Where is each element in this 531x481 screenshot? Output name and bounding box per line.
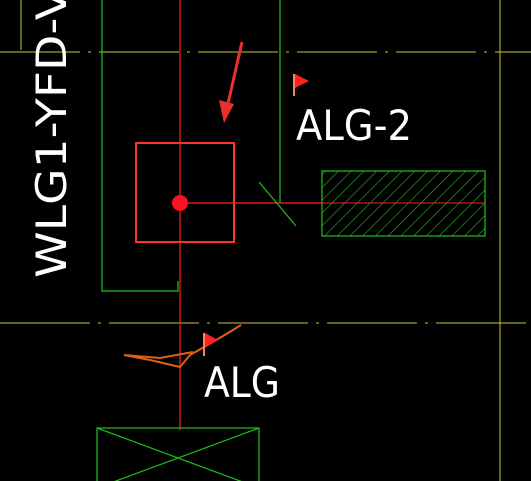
vertical-label[interactable]: WLG1-YFD-V [27, 0, 76, 278]
wall-outline-left [101, 0, 179, 292]
x-box-equipment[interactable] [96, 427, 260, 481]
hatched-equipment[interactable] [321, 170, 486, 237]
pipe-run[interactable] [179, 0, 322, 430]
red-flag-icon-lower [203, 333, 218, 356]
tag-lower[interactable]: ALG [204, 358, 280, 407]
red-flag-icon [293, 74, 309, 96]
wall-outlines [101, 0, 281, 292]
grip-point[interactable] [172, 195, 188, 211]
tag-upper[interactable]: ALG-2 [296, 101, 412, 150]
selected-box[interactable] [135, 142, 235, 243]
break-mark [258, 181, 297, 227]
red-arrow-pointer-icon [219, 41, 244, 123]
sketch-stroke [123, 324, 242, 369]
